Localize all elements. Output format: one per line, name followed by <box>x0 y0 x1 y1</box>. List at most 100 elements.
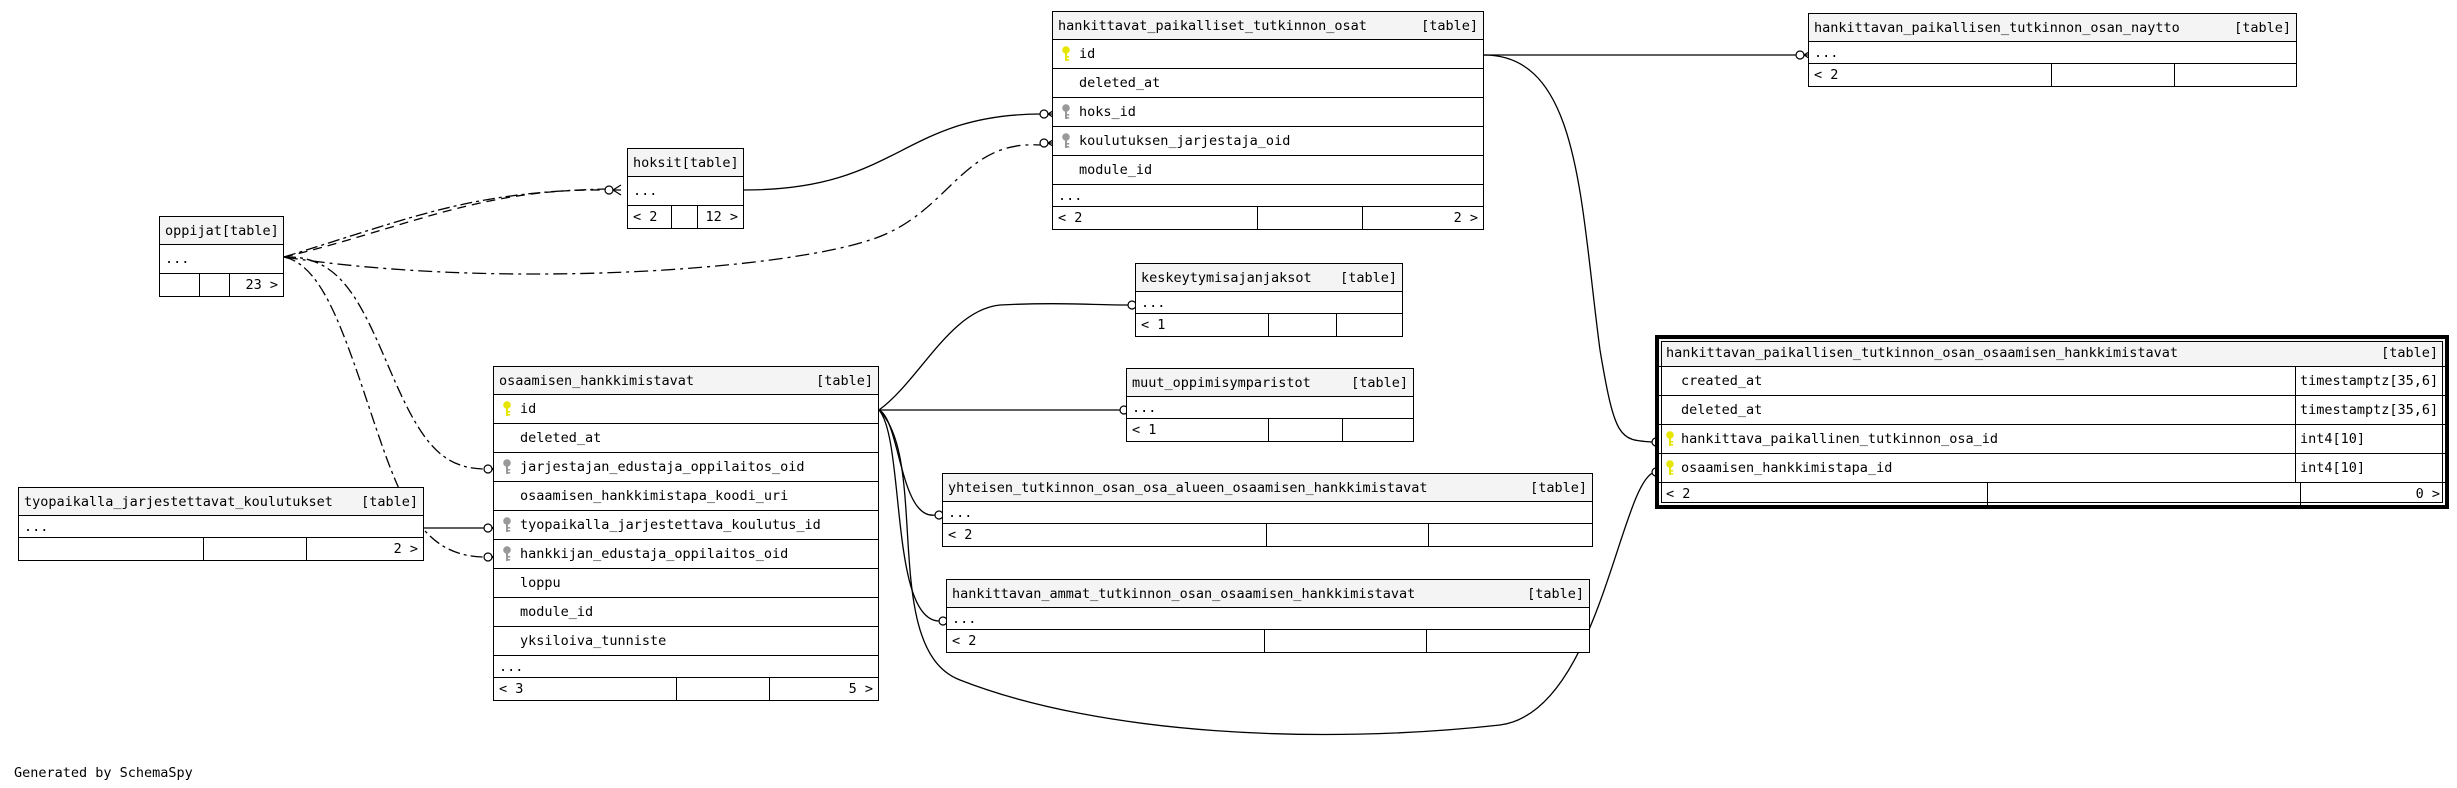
column-row[interactable]: hoks_id <box>1053 98 1483 127</box>
columns-count <box>672 206 698 228</box>
column-row[interactable]: loppu <box>494 569 878 598</box>
parents-count[interactable]: < 2 <box>1809 64 2052 86</box>
column-name: module_id <box>520 604 594 620</box>
parents-count[interactable]: < 3 <box>494 678 677 700</box>
table-hankittavan-paikallisen-tutkinnon-osan-osaamisen-hankkimistavat[interactable]: hankittavan_paikallisen_tutkinnon_osan_o… <box>1655 335 2449 509</box>
column-type: int4[10] <box>2295 454 2445 482</box>
table-yhteisen-tutkinnon-osan-osa-alueen-osaamisen-hankkimistavat[interactable]: yhteisen_tutkinnon_osan_osa_alueen_osaam… <box>942 473 1593 547</box>
more-columns[interactable]: ... <box>1136 292 1402 314</box>
more-columns[interactable]: ... <box>1127 397 1413 419</box>
parents-count[interactable]: < 2 <box>1053 207 1258 229</box>
column-row[interactable]: hankkijan_edustaja_oppilaitos_oid <box>494 540 878 569</box>
table-footer: < 2 <box>943 524 1592 546</box>
children-count[interactable]: 5 > <box>848 681 873 697</box>
parents-count[interactable]: < 1 <box>1136 314 1269 336</box>
parents-count[interactable]: < 2 <box>628 206 672 228</box>
column-row[interactable]: osaamisen_hankkimistapa_koodi_uri <box>494 482 878 511</box>
column-row[interactable]: id <box>1053 40 1483 69</box>
table-header: oppijat[table] <box>160 217 283 245</box>
edge-osaamisen-keskeytymis <box>878 303 1129 411</box>
more-columns[interactable]: ... <box>628 177 743 206</box>
more-columns[interactable]: ... <box>160 245 283 274</box>
children-count[interactable]: 2 > <box>393 541 418 557</box>
column-name: hoks_id <box>1079 104 1136 120</box>
parents-count[interactable]: < 2 <box>1661 483 1988 505</box>
children-count[interactable]: 2 > <box>1453 210 1478 226</box>
children-count[interactable] <box>1427 630 1589 652</box>
table-tag: [table] <box>1351 374 1408 391</box>
table-hankittavat-paikalliset-tutkinnon-osat[interactable]: hankittavat_paikalliset_tutkinnon_osat[t… <box>1052 11 1484 230</box>
column-row[interactable]: id <box>494 395 878 424</box>
children-count[interactable] <box>1337 314 1402 336</box>
table-hankittavan-ammat-tutkinnon-osan-osaamisen-hankkimistavat[interactable]: hankittavan_ammat_tutkinnon_osan_osaamis… <box>946 579 1590 653</box>
columns-count <box>204 538 307 560</box>
foreign-key-icon <box>1053 104 1079 120</box>
edge-osaamisen-focus <box>878 409 1656 736</box>
table-osaamisen-hankkimistavat[interactable]: osaamisen_hankkimistavat [table] id delete… <box>493 366 879 701</box>
children-count[interactable]: 12 > <box>705 209 738 225</box>
more-columns[interactable]: ... <box>943 502 1592 524</box>
table-footer: < 1 <box>1127 419 1413 441</box>
children-count[interactable] <box>1343 419 1413 441</box>
children-count[interactable] <box>2175 64 2296 86</box>
parents-count[interactable]: < 2 <box>943 524 1267 546</box>
table-name: yhteisen_tutkinnon_osan_osa_alueen_osaam… <box>948 479 1428 496</box>
column-type: timestamptz[35,6] <box>2295 396 2445 424</box>
table-muut-oppimisymparistot[interactable]: muut_oppimisymparistot [table] ... < 1 <box>1126 368 1414 442</box>
parents-count[interactable]: < 1 <box>1127 419 1269 441</box>
children-count[interactable] <box>1429 524 1592 546</box>
table-tag: [table] <box>816 372 873 389</box>
more-columns[interactable]: ... <box>947 608 1589 630</box>
table-footer: < 1 <box>1136 314 1402 336</box>
column-name: tyopaikalla_jarjestettava_koulutus_id <box>520 517 821 533</box>
table-header: hankittavan_paikallisen_tutkinnon_osan_o… <box>1659 339 2445 367</box>
edge-osaamisen-ammat <box>878 409 940 622</box>
column-row[interactable]: yksiloiva_tunniste <box>494 627 878 656</box>
more-columns[interactable]: ... <box>1809 42 2296 64</box>
parents-count[interactable]: < 2 <box>947 630 1265 652</box>
column-row[interactable]: deleted_at <box>1053 69 1483 98</box>
column-name: jarjestajan_edustaja_oppilaitos_oid <box>520 459 805 475</box>
parents-count[interactable] <box>19 538 204 560</box>
table-name: osaamisen_hankkimistavat <box>499 372 695 389</box>
edge-oppijat-hoksit-2 <box>283 188 609 258</box>
more-columns[interactable]: ... <box>494 656 878 678</box>
table-header: osaamisen_hankkimistavat [table] <box>494 367 878 395</box>
children-count[interactable]: 23 > <box>245 277 278 293</box>
edge-oppijat-osaamisen-jarjestajan <box>283 256 485 470</box>
column-row[interactable]: tyopaikalla_jarjestettava_koulutus_id <box>494 511 878 540</box>
table-tag: [table] <box>681 154 739 171</box>
table-tag: [table] <box>361 493 418 510</box>
table-footer: < 2 2 > <box>1053 207 1483 229</box>
table-oppijat[interactable]: oppijat[table] ... 23 > <box>159 216 284 297</box>
column-name: deleted_at <box>520 430 602 446</box>
table-header: hankittavan_ammat_tutkinnon_osan_osaamis… <box>947 580 1589 608</box>
table-footer: < 3 5 > <box>494 678 878 700</box>
more-columns[interactable]: ... <box>1053 185 1483 207</box>
table-keskeytymisajanjaksot[interactable]: keskeytymisajanjaksot[table] ... < 1 <box>1135 263 1403 337</box>
table-hoksit[interactable]: hoksit[table] ... < 2 12 > <box>627 148 744 229</box>
column-name: module_id <box>1079 162 1153 178</box>
table-tag: [table] <box>2381 344 2438 361</box>
children-count[interactable]: 0 > <box>2415 486 2440 502</box>
table-hankittavan-paikallisen-tutkinnon-osan-naytto[interactable]: hankittavan_paikallisen_tutkinnon_osan_n… <box>1808 13 2297 87</box>
column-row[interactable]: module_id <box>1053 156 1483 185</box>
foreign-key-icon <box>494 546 520 562</box>
table-name: hankittavan_paikallisen_tutkinnon_osan_o… <box>1666 344 2179 361</box>
parents-count[interactable] <box>160 274 200 296</box>
table-tyopaikalla-jarjestettavat-koulutukset[interactable]: tyopaikalla_jarjestettavat_koulutukset[t… <box>18 487 424 561</box>
edge-hpto-focus <box>1483 54 1653 443</box>
edge-oppijat-osaamisen-hankkijan <box>283 256 485 558</box>
table-name: muut_oppimisymparistot <box>1132 374 1311 391</box>
column-row[interactable]: koulutuksen_jarjestaja_oid <box>1053 127 1483 156</box>
table-footer: < 2 <box>1809 64 2296 86</box>
column-row[interactable]: jarjestajan_edustaja_oppilaitos_oid <box>494 453 878 482</box>
more-columns[interactable]: ... <box>19 516 423 538</box>
columns-count <box>1988 483 2301 505</box>
column-row[interactable]: deleted_at <box>494 424 878 453</box>
column-row[interactable]: module_id <box>494 598 878 627</box>
